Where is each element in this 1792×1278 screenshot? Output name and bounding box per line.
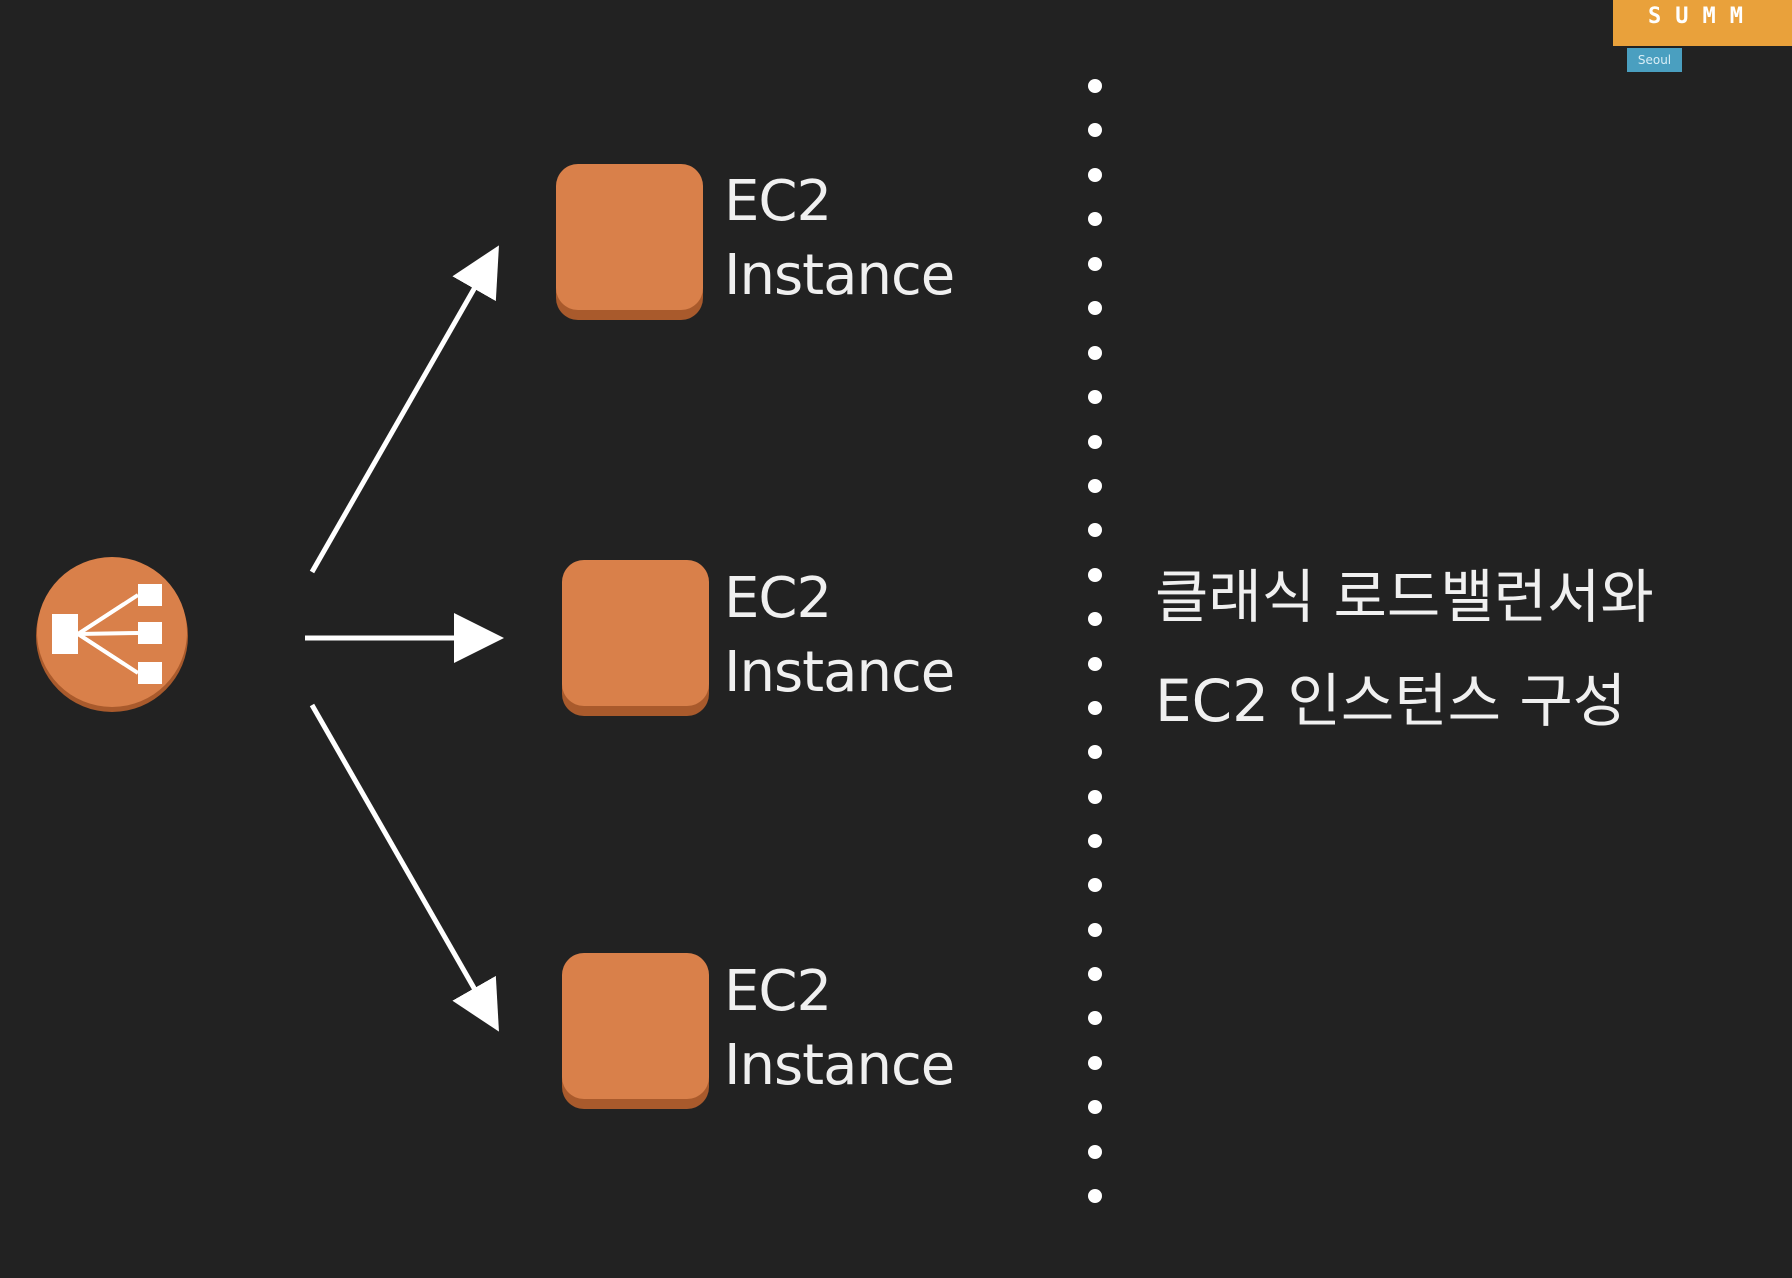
- ec2-instance-label-2: EC2 Instance: [724, 562, 955, 710]
- ec2-instance-label-1: EC2 Instance: [724, 165, 955, 313]
- ec2-instance-box-2: [562, 560, 709, 716]
- ec2-instance-box-3: [562, 953, 709, 1109]
- arrow-to-instance-3: [309, 703, 499, 1032]
- seoul-tag: Seoul: [1627, 48, 1682, 72]
- instance-label-line1: EC2: [724, 169, 832, 234]
- instance-label-line1: EC2: [724, 959, 832, 1024]
- instance-label-line1: EC2: [724, 566, 832, 631]
- summit-logo-badge: SUMM: [1613, 0, 1792, 46]
- load-balancer-icon: [36, 557, 188, 712]
- caption-line1: 클래식 로드밸런서와: [1155, 563, 1654, 631]
- arrow-to-instance-1: [309, 245, 499, 574]
- ec2-instance-label-3: EC2 Instance: [724, 955, 955, 1103]
- instance-label-line2: Instance: [724, 640, 955, 705]
- ec2-instance-box-1: [556, 164, 703, 320]
- caption-line2: EC2 인스턴스 구성: [1155, 667, 1627, 735]
- instance-label-line2: Instance: [724, 1033, 955, 1098]
- instance-label-line2: Instance: [724, 243, 955, 308]
- dotted-divider: [1088, 79, 1102, 1203]
- slide-caption: 클래식 로드밸런서와 EC2 인스턴스 구성: [1155, 545, 1654, 753]
